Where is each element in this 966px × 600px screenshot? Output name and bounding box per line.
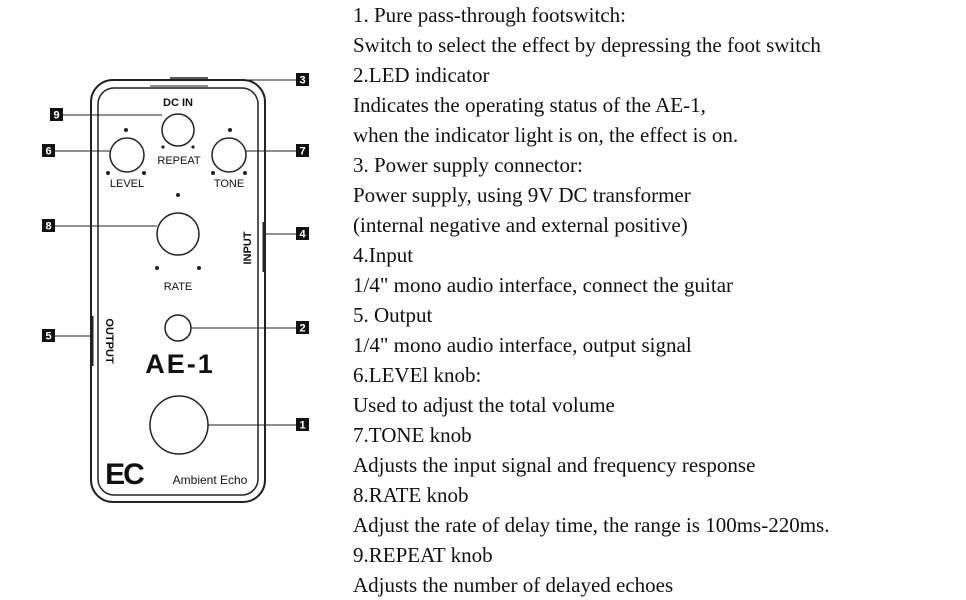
- desc-input-text: 1/4" mono audio interface, connect the g…: [353, 273, 734, 297]
- desc-footswitch-text: Switch to select the effect by depressin…: [353, 33, 821, 57]
- callout-7: 7: [296, 144, 309, 158]
- brand-name: Ambient Echo: [173, 473, 248, 487]
- callout-6: 6: [42, 144, 55, 158]
- callout-1: 1: [296, 418, 309, 432]
- rate-knob[interactable]: [156, 212, 200, 256]
- desc-power-text-2: (internal negative and external positive…: [353, 213, 688, 237]
- svg-text:4: 4: [299, 229, 306, 241]
- desc-repeat-title: 9.REPEAT knob: [353, 543, 493, 567]
- footswitch[interactable]: [149, 395, 209, 455]
- model-name: AE-1: [145, 349, 215, 379]
- callout-3: 3: [296, 73, 309, 87]
- desc-tone-title: 7.TONE knob: [353, 423, 472, 447]
- desc-input-title: 4.Input: [353, 243, 414, 267]
- svg-text:1: 1: [299, 420, 305, 432]
- desc-power-title: 3. Power supply connector:: [353, 153, 583, 177]
- desc-footswitch-title: 1. Pure pass-through footswitch:: [353, 3, 626, 27]
- desc-rate-title: 8.RATE knob: [353, 483, 469, 507]
- svg-text:7: 7: [299, 146, 305, 158]
- desc-level-title: 6.LEVEl knob:: [353, 363, 482, 387]
- callout-5: 5: [42, 329, 55, 343]
- desc-tone-text: Adjusts the input signal and frequency r…: [353, 453, 756, 477]
- repeat-label: REPEAT: [157, 155, 200, 167]
- desc-rate-text: Adjust the rate of delay time, the range…: [353, 513, 830, 537]
- level-label: LEVEL: [110, 178, 144, 190]
- level-knob[interactable]: [109, 137, 145, 173]
- dc-in-label: DC IN: [163, 97, 193, 109]
- tone-knob[interactable]: [211, 137, 247, 173]
- callout-4: 4: [296, 227, 309, 241]
- desc-led-text-2: when the indicator light is on, the effe…: [353, 123, 739, 147]
- desc-output-title: 5. Output: [353, 303, 433, 327]
- callout-2: 2: [296, 321, 309, 335]
- callout-8: 8: [42, 219, 55, 233]
- callout-9: 9: [50, 108, 63, 122]
- brand-logo: EC: [105, 458, 144, 491]
- knob-range-dots: [106, 128, 247, 270]
- svg-text:8: 8: [45, 221, 51, 233]
- svg-text:6: 6: [45, 146, 51, 158]
- input-label: INPUT: [242, 231, 254, 264]
- pedal-outer-body: [90, 79, 266, 503]
- desc-level-text: Used to adjust the total volume: [353, 393, 615, 417]
- desc-repeat-text: Adjusts the number of delayed echoes: [353, 573, 674, 597]
- tone-label: TONE: [214, 178, 244, 190]
- desc-led-text-1: Indicates the operating status of the AE…: [353, 93, 706, 117]
- desc-power-text-1: Power supply, using 9V DC transformer: [353, 183, 691, 207]
- pedal-diagram: DC IN REPEAT LEVEL TONE RATE INPUT OUTPU…: [42, 73, 309, 503]
- desc-led-title: 2.LED indicator: [353, 63, 490, 87]
- svg-text:5: 5: [45, 331, 51, 343]
- svg-text:2: 2: [299, 323, 305, 335]
- pedal-inner-body: [97, 87, 259, 496]
- description-list: 1. Pure pass-through footswitch: Switch …: [353, 0, 953, 600]
- repeat-knob[interactable]: [161, 113, 195, 147]
- desc-output-text: 1/4" mono audio interface, output signal: [353, 333, 692, 357]
- callout-lines: [54, 79, 296, 426]
- led-indicator: [164, 314, 192, 342]
- rate-label: RATE: [164, 281, 193, 293]
- svg-text:9: 9: [53, 110, 59, 122]
- output-label: OUTPUT: [103, 318, 115, 364]
- svg-text:3: 3: [299, 75, 305, 87]
